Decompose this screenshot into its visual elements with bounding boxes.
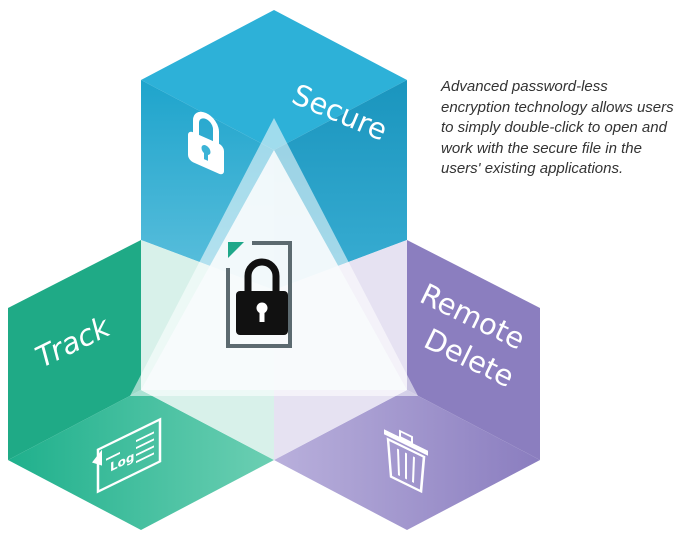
description-text: Advanced password-less encryption techno… <box>441 78 674 177</box>
track-left-face <box>8 240 141 460</box>
padlock-icon <box>188 111 224 175</box>
secure-file-lock-icon <box>226 241 292 348</box>
trash-can-icon <box>384 429 428 494</box>
remote-delete-right-face <box>407 240 540 460</box>
log-document-icon: Log <box>92 417 162 494</box>
